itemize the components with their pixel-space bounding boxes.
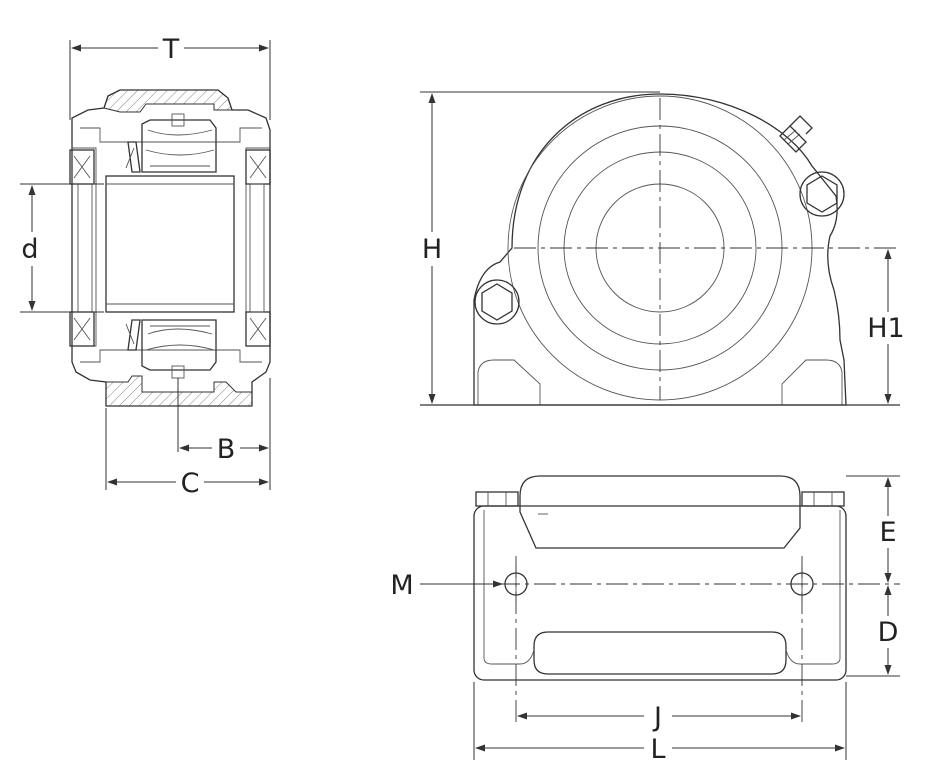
- dim-label-H: H: [422, 234, 442, 265]
- shaft-sleeve: [105, 175, 235, 313]
- side-section-view: T d B C: [20, 34, 271, 499]
- dim-label-T: T: [162, 34, 180, 65]
- bottom-base-hatch: [105, 375, 253, 407]
- dim-label-D: D: [878, 617, 899, 648]
- lower-slot: [533, 631, 787, 675]
- dim-label-E: E: [879, 517, 896, 548]
- top-cap-hatch: [103, 89, 233, 113]
- left-bolt-icon: [474, 279, 520, 325]
- bottom-roller: [141, 319, 217, 371]
- right-bolt-head: [801, 491, 845, 507]
- left-bolt-head: [475, 491, 519, 507]
- grease-nipple-icon: [779, 115, 813, 153]
- dim-label-J: J: [652, 702, 662, 733]
- dim-label-H1: H1: [867, 313, 904, 344]
- front-body-outline: [473, 93, 847, 406]
- right-bolt-icon: [799, 171, 845, 217]
- upper-cap: [519, 475, 801, 549]
- base-plate: [473, 505, 847, 681]
- dim-label-M: M: [390, 570, 413, 601]
- dim-label-L: L: [650, 734, 665, 765]
- top-view: M E D J L: [390, 475, 900, 765]
- top-roller: [141, 119, 217, 173]
- front-view: H H1: [420, 91, 905, 406]
- dim-label-B: B: [217, 434, 236, 465]
- dim-label-C: C: [181, 468, 200, 499]
- dim-label-d: d: [21, 234, 38, 265]
